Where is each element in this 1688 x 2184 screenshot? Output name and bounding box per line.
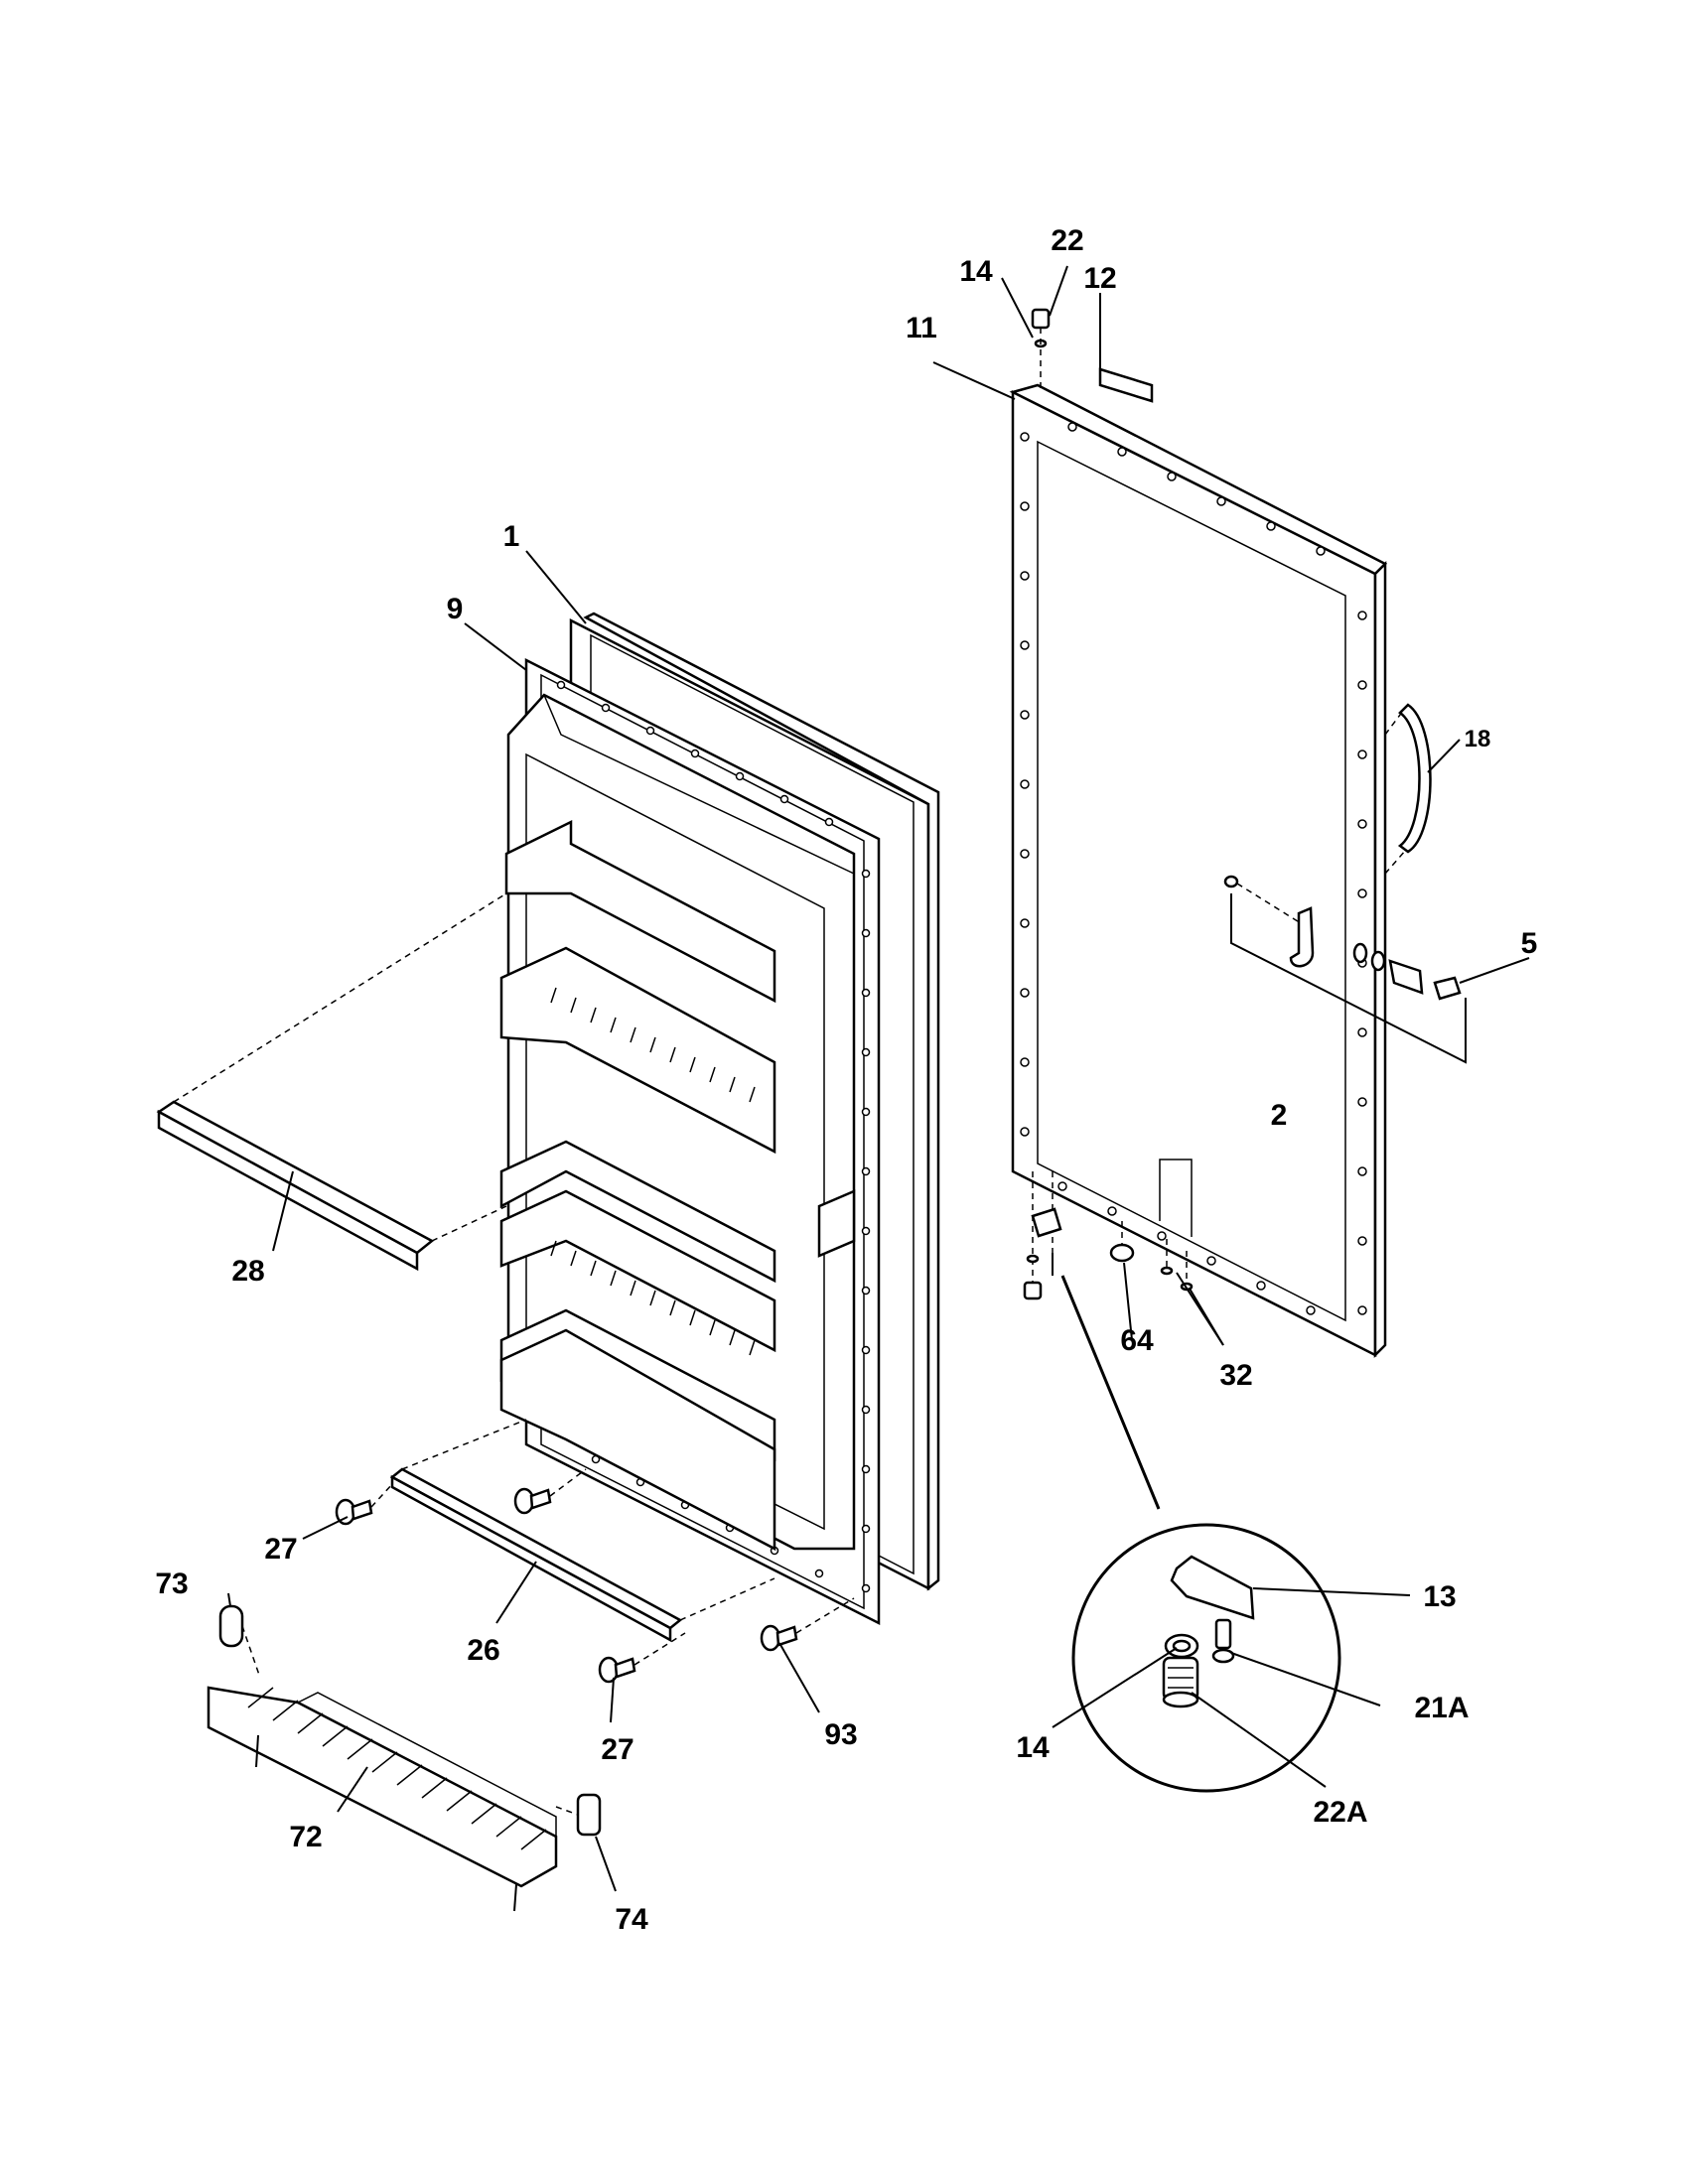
label-73: 73 [155, 1568, 188, 1600]
label-2: 2 [1271, 1099, 1288, 1132]
shelf-bar-lower [389, 1419, 775, 1643]
label-28: 28 [231, 1255, 264, 1288]
basket-clip-right [555, 1793, 602, 1837]
label-32: 32 [1219, 1359, 1252, 1392]
label-13: 13 [1423, 1580, 1456, 1613]
basket-clip-left [218, 1604, 261, 1679]
shelf-ribs [550, 987, 756, 1356]
label-93: 93 [824, 1718, 857, 1751]
label-18: 18 [1465, 726, 1491, 752]
door-handle [1384, 703, 1432, 875]
label-27-left: 27 [264, 1533, 297, 1566]
outer-door-panel [1009, 383, 1388, 1359]
label-22: 22 [1051, 224, 1083, 257]
label-14-detail: 14 [1016, 1731, 1050, 1764]
basket-ribs [247, 1687, 547, 1850]
door-cavity [499, 693, 856, 1552]
door-shelves [499, 819, 776, 1552]
label-72: 72 [289, 1821, 322, 1853]
label-9: 9 [447, 593, 464, 625]
hinge-detail-callout [1060, 1275, 1341, 1793]
door-basket [207, 1686, 558, 1912]
label-12: 12 [1083, 262, 1116, 295]
label-14-top: 14 [959, 255, 993, 288]
lock-assembly [1223, 875, 1467, 1064]
label-74: 74 [615, 1903, 648, 1936]
callout-labels: 1 9 11 14 22 12 18 5 2 28 64 32 27 73 26… [155, 224, 1537, 1936]
label-22a: 22A [1313, 1796, 1367, 1829]
label-26: 26 [467, 1634, 499, 1667]
label-64: 64 [1120, 1324, 1154, 1357]
liner-screw-holes [556, 680, 871, 1593]
push-pins [335, 1468, 855, 1684]
shelf-bar-upper [156, 892, 507, 1272]
panel-screw-holes [1020, 422, 1367, 1315]
label-21a: 21A [1414, 1692, 1469, 1724]
label-27-right: 27 [601, 1733, 633, 1766]
leader-lines [227, 265, 1530, 1892]
top-hinge-hardware [1031, 308, 1051, 389]
label-plate [1098, 367, 1154, 403]
label-1: 1 [503, 520, 520, 553]
label-5: 5 [1521, 927, 1538, 960]
label-11: 11 [906, 312, 937, 344]
